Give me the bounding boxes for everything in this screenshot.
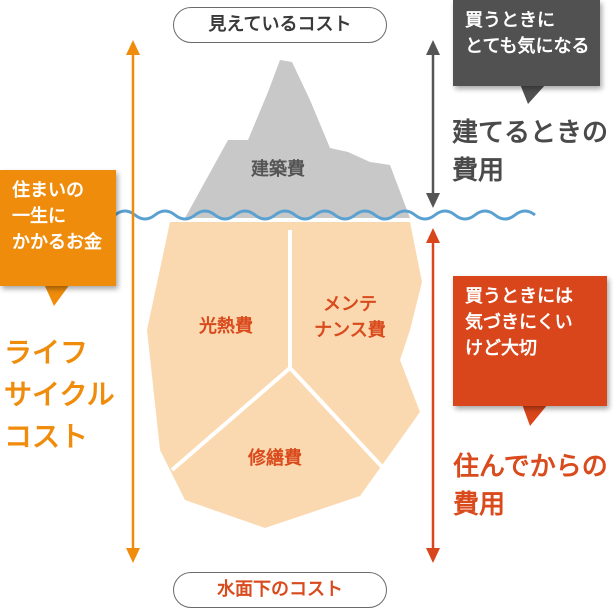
living-cost-arrow [426,228,440,563]
callout-line: 住まいの [12,180,84,201]
lifecycle-cost-label: ライフ サイクル コスト [4,332,115,458]
callout-tail-red [522,404,548,426]
label-line: 費用 [453,490,506,520]
water-surface-wave [114,209,536,221]
divider-line-right [288,366,387,472]
label-line: 建てるときの [452,118,609,148]
maintenance-cost-line: ナンス費 [314,320,386,341]
build-cost-arrow [426,40,440,208]
callout-tail-gray [520,84,546,104]
iceberg-visible [185,60,410,218]
label-line: ライフ [4,336,89,369]
lifecycle-arrow [126,40,140,563]
living-cost-label: 住んでからの 費用 [453,448,608,524]
repair-cost-text: 修繕費 [225,446,325,472]
label-line: 住んでからの [453,452,608,482]
callout-buying-notice: 買うときに とても気になる [453,0,600,86]
callout-line: 買うときに [465,10,555,31]
repair-cost-word: 修繕費 [248,448,302,469]
utilities-cost-text: 光熱費 [176,314,276,340]
label-line: サイクル [4,378,115,411]
build-cost-label: 建てるときの 費用 [452,114,608,190]
construction-cost-word: 建築費 [251,159,305,180]
construction-cost-text: 建築費 [238,157,318,183]
callout-line: とても気になる [465,36,590,57]
label-line: コスト [4,420,89,453]
callout-line: 一生に [12,206,66,227]
utilities-cost-word: 光熱費 [199,316,253,337]
maintenance-cost-line: メンテ [323,294,377,315]
callout-tail-orange [44,284,70,306]
callout-lifetime-money: 住まいの 一生に かかるお金 [0,170,116,286]
hidden-cost-label: 水面下のコスト [173,572,387,608]
visible-cost-label: 見えているコスト [173,7,387,43]
callout-buying-unaware: 買うときには 気づきにくい けど大切 [453,276,607,406]
maintenance-cost-text: メンテ ナンス費 [300,292,400,344]
divider-line-left [170,366,292,472]
callout-line: かかるお金 [12,232,102,253]
callout-line: けど大切 [465,338,537,359]
callout-line: 買うときには [465,286,573,307]
callout-line: 気づきにくい [465,312,573,333]
label-line: 費用 [452,156,505,186]
